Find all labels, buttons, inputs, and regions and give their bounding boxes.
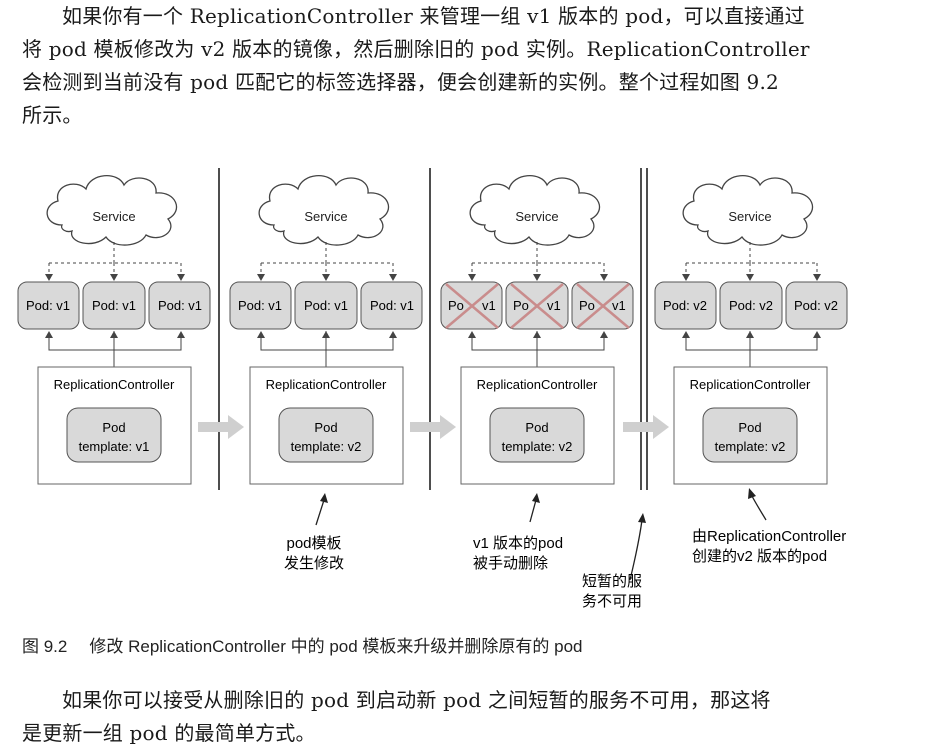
figure-number: 图 9.2 (22, 637, 68, 656)
template-version: template: v2 (715, 439, 786, 454)
paragraph-line: 如果你有一个 ReplicationController 来管理一组 v1 版本… (62, 4, 805, 28)
paragraph-line: 是更新一组 pod 的最简单方式。 (22, 721, 316, 745)
pod-box (785, 281, 848, 330)
pod-box (654, 281, 717, 330)
pod-label: Pod: v1 (304, 298, 348, 313)
intro-paragraph: 如果你有一个 ReplicationController 来管理一组 v1 版本… (22, 0, 902, 132)
transition-arrow (623, 415, 669, 439)
transition-arrow (410, 415, 456, 439)
service-label: Service (728, 209, 771, 224)
pod-label: Pod: v1 (158, 298, 202, 313)
pod-box (360, 281, 423, 330)
deleted-pod: Po v1 (571, 281, 634, 330)
annotation-line: pod模板 (286, 534, 341, 552)
closing-paragraph: 如果你可以接受从删除旧的 pod 到启动新 pod 之间短暂的服务不可用，那这将… (22, 684, 902, 750)
annotation-line: 由ReplicationController (692, 528, 846, 545)
annotation-line: v1 版本的pod (473, 535, 563, 552)
figure-caption: 图 9.2 修改 ReplicationController 中的 pod 模板来… (22, 632, 583, 657)
pod-box (294, 281, 358, 330)
figure-caption-text: 修改 ReplicationController 中的 pod 模板来升级并删除… (89, 637, 583, 656)
service-label: Service (515, 209, 558, 224)
paragraph-line: 所示。 (22, 103, 83, 127)
transition-arrow (198, 415, 244, 439)
pod-box (82, 281, 146, 330)
service-label: Service (304, 209, 347, 224)
pod-label: Pod: v1 (26, 298, 70, 313)
annotation-service-unavailable: 短暂的服 务不可用 (582, 513, 646, 610)
paragraph-line: 将 pod 模板修改为 v2 版本的镜像，然后删除旧的 pod 实例。Repli… (22, 37, 810, 61)
panel-1: Service Pod: v1 Pod: v1 Pod: v1 Replicat… (17, 174, 211, 485)
pod-label: Pod: v1 (92, 298, 136, 313)
rc-label: ReplicationController (690, 377, 811, 392)
template-version: template: v2 (502, 439, 573, 454)
annotation-template-modified: pod模板 发生修改 (284, 493, 344, 572)
rc-label: ReplicationController (477, 377, 598, 392)
pod-label-left: Po (448, 298, 464, 313)
template-title: Pod (525, 420, 548, 435)
pod-box (229, 281, 292, 330)
pod-label: Pod: v2 (729, 298, 773, 313)
annotation-line: 创建的v2 版本的pod (692, 548, 827, 565)
pod-box (719, 281, 783, 330)
template-title: Pod (102, 420, 125, 435)
pod-label: Pod: v2 (794, 298, 838, 313)
pod-label: Pod: v1 (370, 298, 414, 313)
rc-label: ReplicationController (54, 377, 175, 392)
pod-label: Pod: v2 (663, 298, 707, 313)
pod-template-box (702, 407, 798, 463)
pod-template-box (278, 407, 374, 463)
annotation-line: 被手动删除 (473, 555, 548, 572)
annotation-pods-deleted: v1 版本的pod 被手动删除 (473, 493, 563, 572)
annotation-line: 发生修改 (284, 555, 344, 572)
template-version: template: v2 (291, 439, 362, 454)
pod-label-left: Po (513, 298, 529, 313)
pod-template-box (489, 407, 585, 463)
template-version: template: v1 (79, 439, 150, 454)
rc-label: ReplicationController (266, 377, 387, 392)
annotation-line: 务不可用 (582, 593, 642, 610)
pod-label-right: v1 (547, 298, 561, 313)
pod-box (148, 281, 211, 330)
deleted-pod: Po v1 (440, 281, 503, 330)
panel-4: Service Pod: v2 Pod: v2 Pod: v2 Replicat… (654, 174, 848, 485)
deleted-pod: Po v1 (505, 281, 569, 330)
panel-3: Service Po v1 Po v1 Po v1 (440, 174, 634, 485)
panel-2: Service Pod: v1 Pod: v1 Pod: v1 Replicat… (229, 174, 423, 485)
rolling-update-figure: Service Pod: v1 Pod: v1 Pod: v1 Replicat… (17, 168, 848, 610)
service-label: Service (92, 209, 135, 224)
template-title: Pod (314, 420, 337, 435)
template-title: Pod (738, 420, 761, 435)
pod-label-right: v1 (482, 298, 496, 313)
annotation-line: 短暂的服 (582, 573, 642, 590)
paragraph-line: 会检测到当前没有 pod 匹配它的标签选择器，便会创建新的实例。整个过程如图 9… (22, 70, 779, 94)
pod-label-right: v1 (612, 298, 626, 313)
paragraph-line: 如果你可以接受从删除旧的 pod 到启动新 pod 之间短暂的服务不可用，那这将 (62, 688, 771, 712)
pod-box (17, 281, 80, 330)
pod-label: Pod: v1 (238, 298, 282, 313)
pod-template-box (66, 407, 162, 463)
annotation-v2-created: 由ReplicationController 创建的v2 版本的pod (692, 488, 846, 565)
pod-label-left: Po (579, 298, 595, 313)
